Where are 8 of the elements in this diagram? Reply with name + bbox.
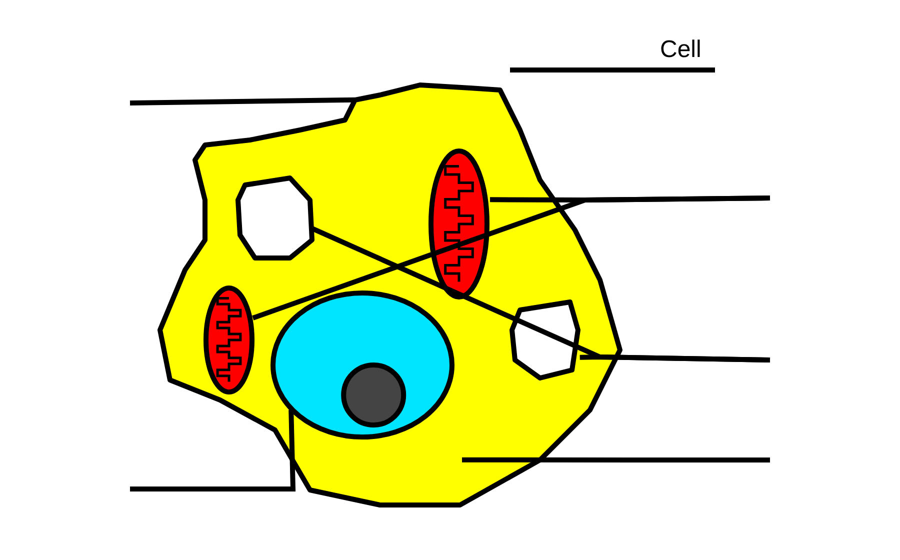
nucleus-drawing: [270, 290, 455, 440]
cell-drawing: [155, 82, 623, 508]
leader-line: [130, 97, 355, 106]
leader-line: [130, 410, 296, 492]
label-text: Cell: [660, 38, 702, 62]
mitochondrion-drawing: [428, 148, 490, 300]
leader-line: [462, 457, 770, 462]
leader-line: [252, 196, 770, 320]
